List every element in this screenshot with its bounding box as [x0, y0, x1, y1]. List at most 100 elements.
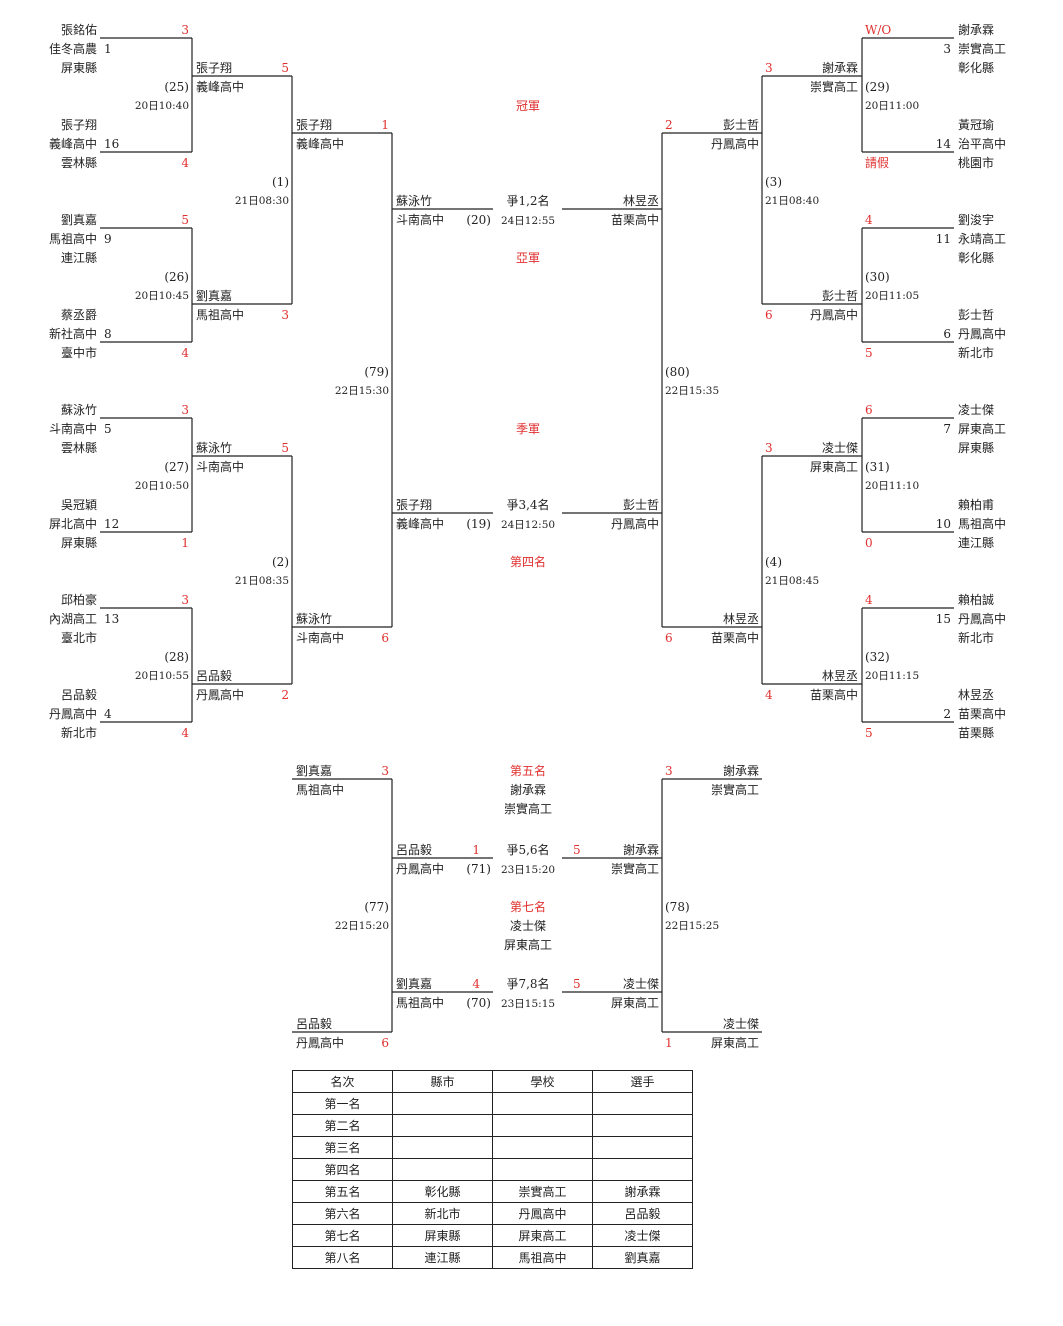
- school-cell: [492, 1092, 593, 1115]
- entry-name: 凌士傑: [958, 403, 994, 417]
- match-number: (79): [364, 365, 389, 379]
- match-time: 22日15:20: [335, 920, 389, 932]
- match-score: 6: [865, 403, 873, 417]
- entry-county: 雲林縣: [61, 441, 97, 455]
- entry-seed: 11: [936, 232, 951, 246]
- school-cell: 崇實高工: [492, 1180, 593, 1203]
- third-label: 季軍: [516, 422, 540, 436]
- placement-name: 呂品毅: [296, 1016, 332, 1031]
- entry-seed: 16: [104, 137, 119, 151]
- entry-school: 治平高中: [958, 136, 1006, 151]
- final-right-name: 彭士哲: [623, 498, 659, 512]
- r2-name: 彭士哲: [822, 289, 858, 303]
- final-left-name: 呂品毅: [396, 842, 432, 857]
- match-score: 4: [865, 213, 873, 227]
- entry-seed: 5: [104, 422, 112, 436]
- match-score: 6: [381, 1036, 389, 1050]
- match-number: (4): [765, 555, 782, 569]
- match-score: 5: [181, 213, 189, 227]
- match-time: 24日12:55: [501, 215, 555, 227]
- fifth-label: 第五名: [510, 763, 546, 778]
- school-cell: [492, 1136, 593, 1159]
- placement-bracket: 劉真嘉 馬祖高中 3 呂品毅 丹鳳高中 6 (77) 22日15:20 謝承霖 …: [292, 763, 762, 1050]
- placement-school: 丹鳳高中: [296, 1035, 344, 1050]
- r3-school: 斗南高中: [296, 630, 344, 645]
- final-left-school: 義峰高中: [396, 516, 444, 531]
- match-time: 21日08:35: [235, 575, 289, 587]
- entry-seed: 3: [943, 42, 951, 56]
- entry-name: 呂品毅: [61, 687, 97, 702]
- placement-name: 凌士傑: [723, 1017, 759, 1031]
- match-score: 4: [472, 977, 480, 991]
- match-time: 23日15:15: [501, 998, 555, 1010]
- final-right-school: 苗栗高中: [611, 212, 659, 227]
- entry-school: 馬祖高中: [49, 231, 97, 246]
- match-score: 6: [665, 631, 673, 645]
- r3-school: 義峰高中: [296, 136, 344, 151]
- match-time: 20日10:50: [135, 480, 189, 492]
- school-cell: 丹鳳高中: [492, 1202, 593, 1225]
- entry-school: 內湖高工: [49, 611, 97, 626]
- fifth-name: 謝承霖: [510, 782, 546, 797]
- entry-county: 連江縣: [61, 251, 97, 265]
- right-first-round: 謝承霖 3 崇實高工 彰化縣 黃冠瑜 14 治平高中 桃園市 劉浚宇 11 永靖…: [861, 22, 1006, 740]
- entry-seed: 14: [936, 137, 952, 151]
- match-time: 22日15:30: [335, 385, 389, 397]
- entry-county: 臺北市: [61, 630, 97, 645]
- county-cell: 屏東縣: [392, 1224, 493, 1247]
- school-cell: 屏東高工: [492, 1224, 593, 1247]
- entry-name: 黃冠瑜: [958, 117, 994, 132]
- school-cell: [492, 1158, 593, 1181]
- right-semifinal: 彭士哲 丹鳳高中 2 林昱丞 苗栗高中 6 (80) 22日15:35: [661, 118, 762, 645]
- entry-county: 桃園市: [958, 155, 994, 170]
- entry-name: 賴柏誠: [958, 592, 994, 607]
- placement-school: 屏東高工: [711, 1035, 759, 1050]
- final-label: 爭5,6名: [506, 842, 549, 857]
- player-cell: 謝承霖: [592, 1180, 693, 1203]
- table-row: 第八名 連江縣 馬祖高中 劉真嘉: [292, 1246, 693, 1269]
- entry-name: 張子翔: [61, 118, 97, 132]
- placement-name: 謝承霖: [723, 763, 759, 778]
- entry-school: 丹鳳高中: [958, 611, 1006, 626]
- entry-name: 賴柏甫: [958, 497, 994, 512]
- right-second-round: 謝承霖 崇實高工 3 彭士哲 丹鳳高中 6 (3) 21日08:40 凌士傑 屏…: [761, 60, 862, 702]
- match-number: (31): [865, 460, 890, 474]
- entry-school: 丹鳳高中: [958, 326, 1006, 341]
- entry-name: 蘇泳竹: [61, 403, 97, 417]
- entry-seed: 7: [943, 422, 951, 436]
- match-number: (71): [466, 862, 491, 876]
- final-right-school: 丹鳳高中: [611, 516, 659, 531]
- entry-county: 連江縣: [958, 536, 994, 550]
- r3-name: 張子翔: [296, 118, 332, 132]
- r2-school: 丹鳳高中: [810, 307, 858, 322]
- match-time: 23日15:20: [501, 864, 555, 876]
- match-time: 20日11:00: [865, 100, 919, 112]
- entry-name: 林昱丞: [958, 688, 994, 702]
- county-cell: [392, 1136, 493, 1159]
- entry-seed: 9: [104, 232, 112, 246]
- table-row: 第三名: [292, 1136, 693, 1159]
- entry-name: 劉浚宇: [958, 212, 994, 227]
- entry-school: 苗栗高中: [958, 706, 1006, 721]
- match-score: 5: [865, 346, 873, 360]
- match-number: (70): [466, 996, 491, 1010]
- county-cell: [392, 1092, 493, 1115]
- fourth-label: 第四名: [510, 554, 546, 569]
- match-time: 20日11:10: [865, 480, 919, 492]
- player-cell: 呂品毅: [592, 1202, 693, 1225]
- match-number: (3): [765, 175, 782, 189]
- entry-school: 屏東高工: [958, 421, 1006, 436]
- final-left-name: 蘇泳竹: [396, 194, 432, 208]
- match-score: 3: [765, 441, 773, 455]
- final-right-school: 屏東高工: [611, 995, 659, 1010]
- entry-school: 永靖高工: [958, 231, 1006, 246]
- match-time: 20日10:45: [135, 290, 189, 302]
- match-score: 2: [281, 688, 289, 702]
- entry-name: 謝承霖: [958, 22, 994, 37]
- match-number: (29): [865, 80, 890, 94]
- entry-school: 斗南高中: [49, 421, 97, 436]
- match-score: 3: [665, 764, 673, 778]
- player-cell: [592, 1158, 693, 1181]
- final-label: 爭3,4名: [506, 497, 549, 512]
